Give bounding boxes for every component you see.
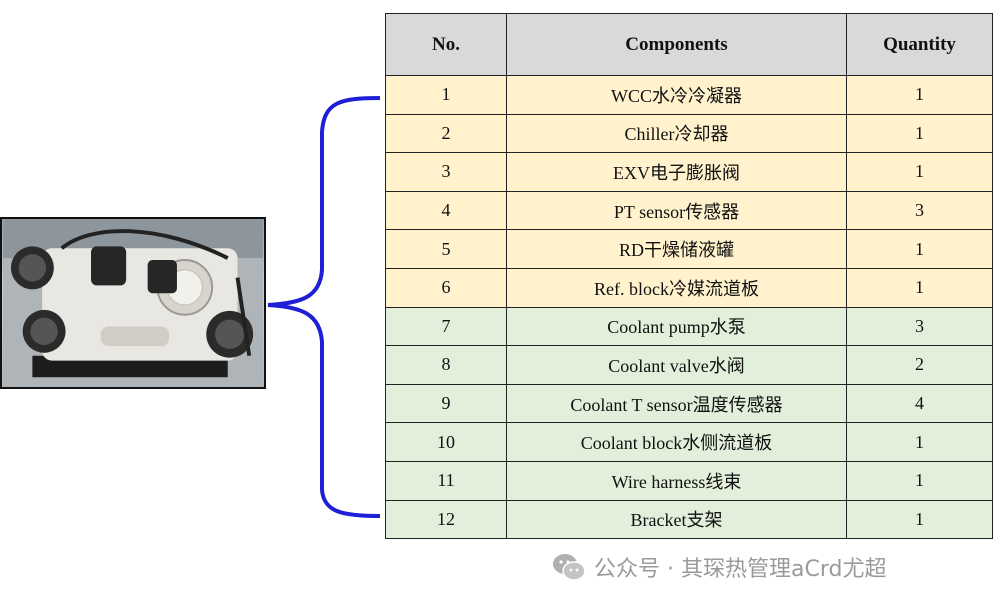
cell-quantity: 1	[846, 75, 993, 115]
cell-no: 2	[385, 113, 507, 154]
cell-component: WCC水冷冷凝器	[506, 75, 847, 115]
cell-component: Coolant T sensor温度传感器	[506, 383, 847, 424]
cell-component: PT sensor传感器	[506, 190, 847, 231]
cell-no: 10	[385, 422, 507, 462]
table-row: 11 Wire harness线束 1	[385, 460, 993, 501]
cell-quantity: 1	[846, 460, 993, 501]
cell-quantity: 2	[846, 345, 993, 385]
watermark-text: 公众号 · 其琛热管理aCrd尤超	[594, 557, 887, 582]
table-row: 3 EXV电子膨胀阀 1	[385, 152, 993, 192]
cell-no: 8	[385, 345, 507, 385]
table-row: 4 PT sensor传感器 3	[385, 190, 993, 231]
cell-component: Bracket支架	[506, 499, 847, 540]
table-row: 5 RD干燥储液罐 1	[385, 229, 993, 269]
table-row: 6 Ref. block冷媒流道板 1	[385, 267, 993, 308]
cell-quantity: 3	[846, 306, 993, 347]
header-components: Components	[506, 13, 847, 76]
cell-component: Coolant pump水泵	[506, 306, 847, 347]
cell-quantity: 4	[846, 383, 993, 424]
table-row: 10 Coolant block水侧流道板 1	[385, 422, 993, 462]
cell-component: Ref. block冷媒流道板	[506, 267, 847, 308]
cell-no: 12	[385, 499, 507, 540]
cell-no: 9	[385, 383, 507, 424]
cell-quantity: 1	[846, 499, 993, 540]
header-no: No.	[385, 13, 507, 76]
components-table: No. Components Quantity 1 WCC水冷冷凝器 1 2 C…	[385, 13, 993, 540]
cell-component: RD干燥储液罐	[506, 229, 847, 269]
cell-no: 4	[385, 190, 507, 231]
cell-quantity: 1	[846, 113, 993, 154]
cell-component: Coolant block水侧流道板	[506, 422, 847, 462]
cell-quantity: 3	[846, 190, 993, 231]
table-row: 2 Chiller冷却器 1	[385, 113, 993, 154]
cell-no: 6	[385, 267, 507, 308]
wechat-icon	[553, 554, 586, 581]
cell-component: Coolant valve水阀	[506, 345, 847, 385]
cell-no: 5	[385, 229, 507, 269]
cell-quantity: 1	[846, 267, 993, 308]
table-row: 1 WCC水冷冷凝器 1	[385, 75, 993, 115]
cell-component: Chiller冷却器	[506, 113, 847, 154]
grouping-brace	[267, 96, 381, 518]
cell-no: 7	[385, 306, 507, 347]
cell-quantity: 1	[846, 229, 993, 269]
cell-no: 1	[385, 75, 507, 115]
thermal-module-photo	[0, 217, 266, 389]
cell-component: Wire harness线束	[506, 460, 847, 501]
header-quantity: Quantity	[846, 13, 993, 76]
cell-no: 11	[385, 460, 507, 501]
cell-no: 3	[385, 152, 507, 192]
table-row: 7 Coolant pump水泵 3	[385, 306, 993, 347]
table-row: 8 Coolant valve水阀 2	[385, 345, 993, 385]
watermark: 公众号 · 其琛热管理aCrd尤超	[552, 550, 886, 584]
table-row: 9 Coolant T sensor温度传感器 4	[385, 383, 993, 424]
cell-quantity: 1	[846, 422, 993, 462]
table-row: 12 Bracket支架 1	[385, 499, 993, 540]
cell-quantity: 1	[846, 152, 993, 192]
table-header-row: No. Components Quantity	[385, 13, 993, 76]
cell-component: EXV电子膨胀阀	[506, 152, 847, 192]
